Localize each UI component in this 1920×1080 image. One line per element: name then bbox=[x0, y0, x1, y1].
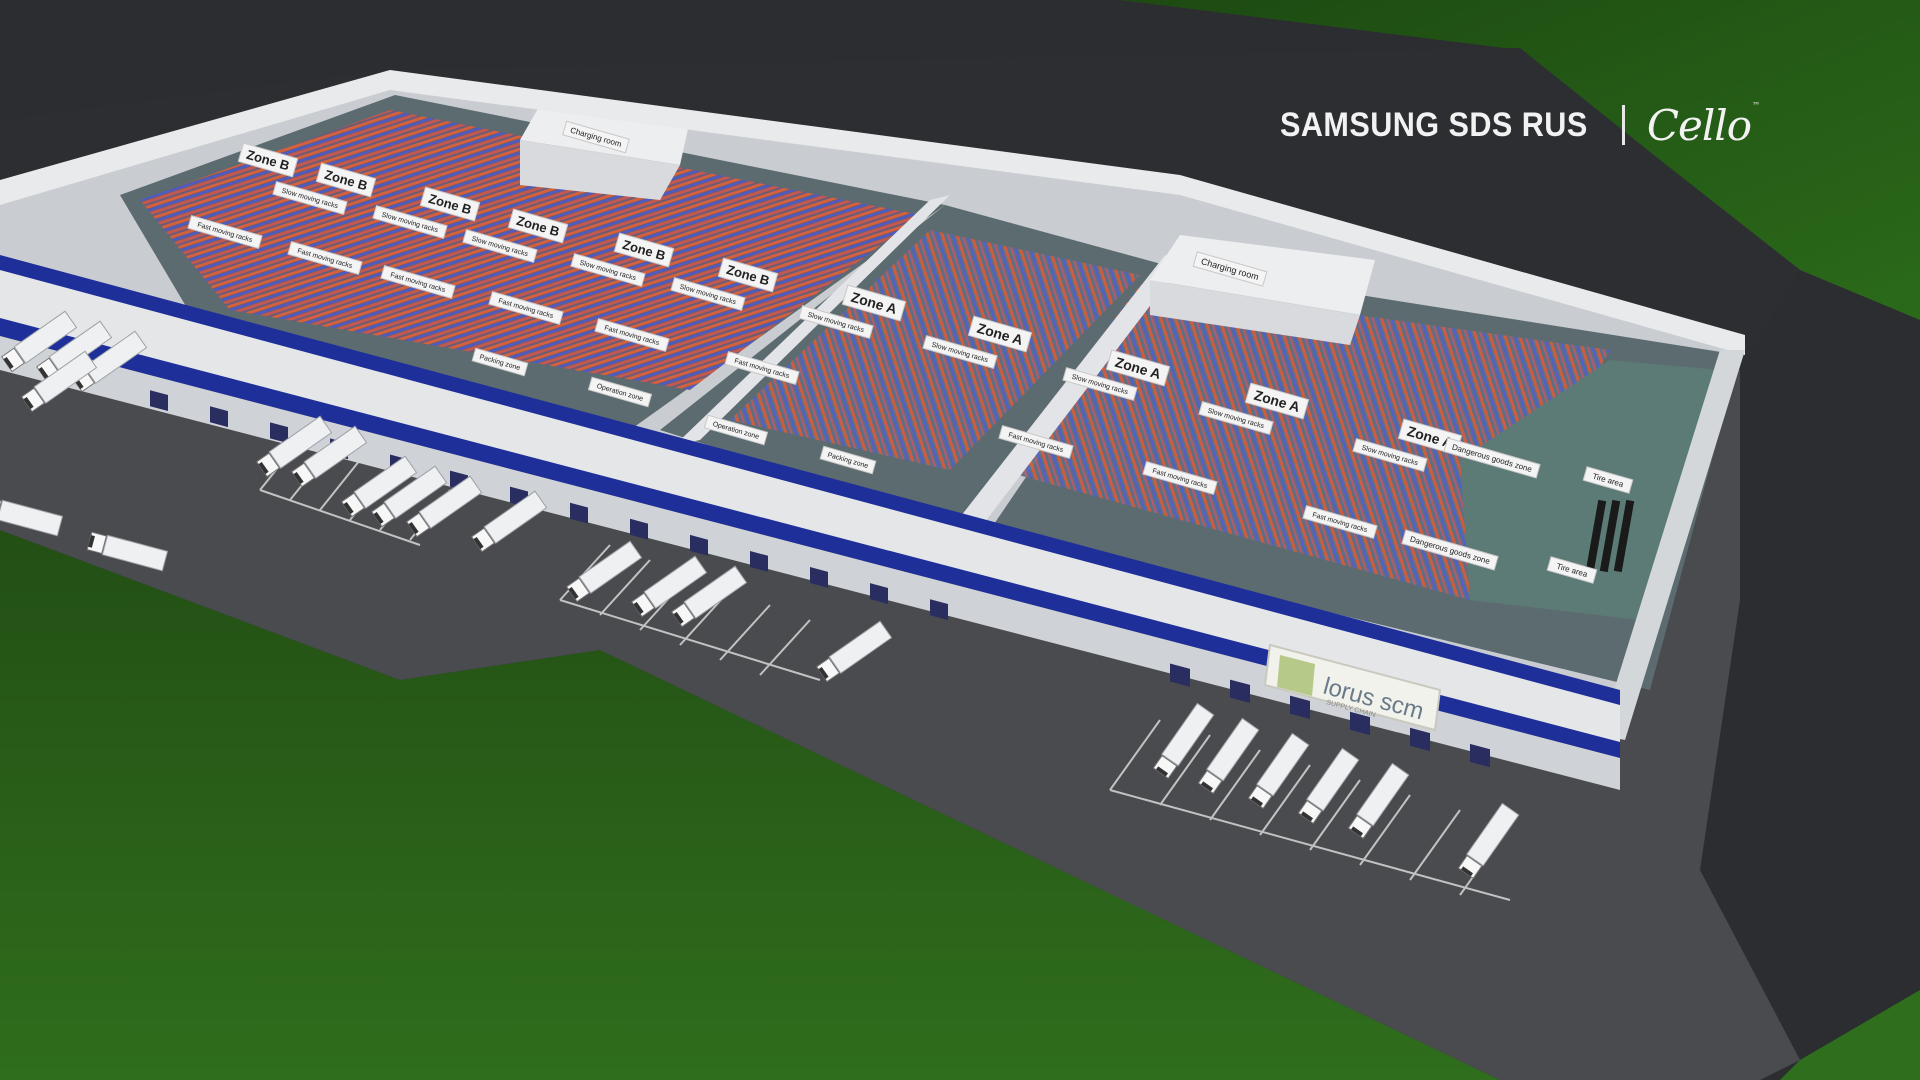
grass-bottom-right bbox=[1780, 990, 1920, 1080]
zone-a-label: Zone A bbox=[1244, 382, 1310, 420]
wall-right bbox=[1600, 350, 1745, 740]
truck-icon bbox=[671, 565, 748, 628]
zone-b-label: Zone B bbox=[315, 162, 377, 198]
tenant-sign: lorus scm SUPPLY CHAIN bbox=[1263, 643, 1442, 732]
grass-bottom bbox=[0, 530, 1500, 1080]
truck-icon bbox=[1197, 717, 1260, 794]
truck-icon bbox=[291, 425, 368, 488]
truck-icon bbox=[86, 531, 169, 572]
truck-icon bbox=[566, 540, 643, 603]
tire-area-label: Tire area bbox=[1546, 556, 1598, 584]
trademark-mark: ™ bbox=[1752, 100, 1760, 110]
tire-racks bbox=[1585, 499, 1635, 573]
truck-icon bbox=[256, 415, 333, 478]
zone-b-label: Zone B bbox=[613, 232, 675, 268]
truck-icon bbox=[1297, 747, 1360, 824]
truck-icon bbox=[1347, 762, 1410, 839]
trucks bbox=[0, 310, 1520, 879]
packing-zone-label: Packing zone bbox=[471, 347, 529, 377]
company-name: SAMSUNG SDS RUS bbox=[1280, 105, 1588, 144]
truck-icon bbox=[1152, 702, 1215, 779]
truck-icon bbox=[341, 455, 418, 518]
product-name: Cello bbox=[1646, 100, 1752, 150]
brand-divider bbox=[1621, 105, 1625, 145]
grass-top-right bbox=[1120, 0, 1920, 320]
truck-icon bbox=[0, 496, 64, 537]
facade-blue-top bbox=[0, 255, 1620, 705]
facade-blue-bottom bbox=[0, 318, 1620, 758]
truck-icon bbox=[471, 490, 548, 553]
tire-area-label: Tire area bbox=[1582, 466, 1634, 494]
dock-doors bbox=[150, 390, 1490, 768]
dangerous-goods-area bbox=[1460, 360, 1720, 620]
truck-icon bbox=[1457, 802, 1520, 879]
truck-icon bbox=[1247, 732, 1310, 809]
truck-icon bbox=[21, 350, 98, 413]
product-logo: Cello™ bbox=[1646, 100, 1760, 150]
facade-lower bbox=[0, 336, 1620, 790]
truck-icon bbox=[816, 620, 893, 683]
truck-icon bbox=[631, 555, 708, 618]
truck-icon bbox=[1, 310, 78, 373]
truck-icon bbox=[406, 475, 483, 538]
truck-icon bbox=[371, 465, 448, 528]
brand-header: SAMSUNG SDS RUS Cello™ bbox=[1280, 100, 1760, 150]
facade-white bbox=[0, 270, 1620, 745]
zone-b-label: Zone B bbox=[419, 186, 481, 222]
